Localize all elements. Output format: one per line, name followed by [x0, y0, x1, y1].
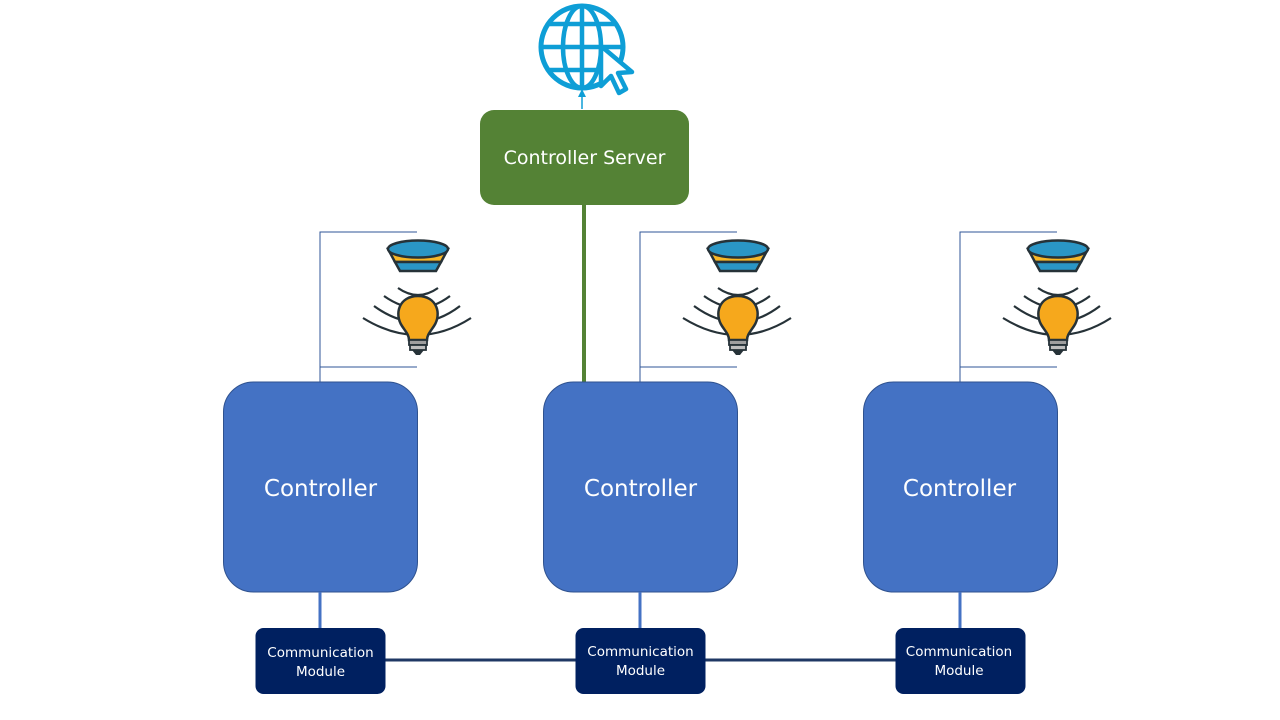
speaker-icon — [1025, 239, 1091, 273]
controller-server-label: Controller Server — [504, 147, 666, 169]
controller-server[interactable]: Controller Server — [480, 110, 689, 205]
comm-module-line-1: Communication — [587, 644, 693, 660]
controller-unit-3: Controller Communication Module — [863, 231, 1112, 694]
controller-label: Controller — [264, 476, 378, 502]
device-bracket — [639, 231, 737, 368]
controller-node[interactable]: Controller — [863, 381, 1058, 593]
controller-label: Controller — [903, 476, 1017, 502]
light-bulb-icon — [682, 287, 792, 355]
controller-unit-1: Controller Communication Module — [223, 231, 472, 694]
communication-module[interactable]: Communication Module — [895, 628, 1026, 694]
uplink-arrow — [578, 89, 586, 109]
controller-node[interactable]: Controller — [543, 381, 738, 593]
communication-module[interactable]: Communication Module — [255, 628, 386, 694]
comm-module-line-2: Module — [616, 663, 665, 679]
comm-module-line-1: Communication — [267, 645, 373, 661]
controller-unit-2: Controller Communication Module — [543, 231, 792, 694]
controller-label: Controller — [584, 476, 698, 502]
device-bracket — [959, 231, 1057, 368]
cursor-icon — [598, 43, 635, 96]
comm-module-line-2: Module — [296, 664, 345, 680]
controller-node[interactable]: Controller — [223, 381, 418, 593]
speaker-icon — [385, 239, 451, 273]
communication-module[interactable]: Communication Module — [575, 628, 706, 694]
comm-module-line-2: Module — [934, 663, 983, 679]
light-bulb-icon — [362, 287, 472, 355]
internet-globe-icon — [538, 3, 635, 96]
light-bulb-icon — [1002, 287, 1112, 355]
speaker-icon — [705, 239, 771, 273]
comm-module-line-1: Communication — [906, 644, 1012, 660]
device-bracket — [319, 231, 417, 368]
